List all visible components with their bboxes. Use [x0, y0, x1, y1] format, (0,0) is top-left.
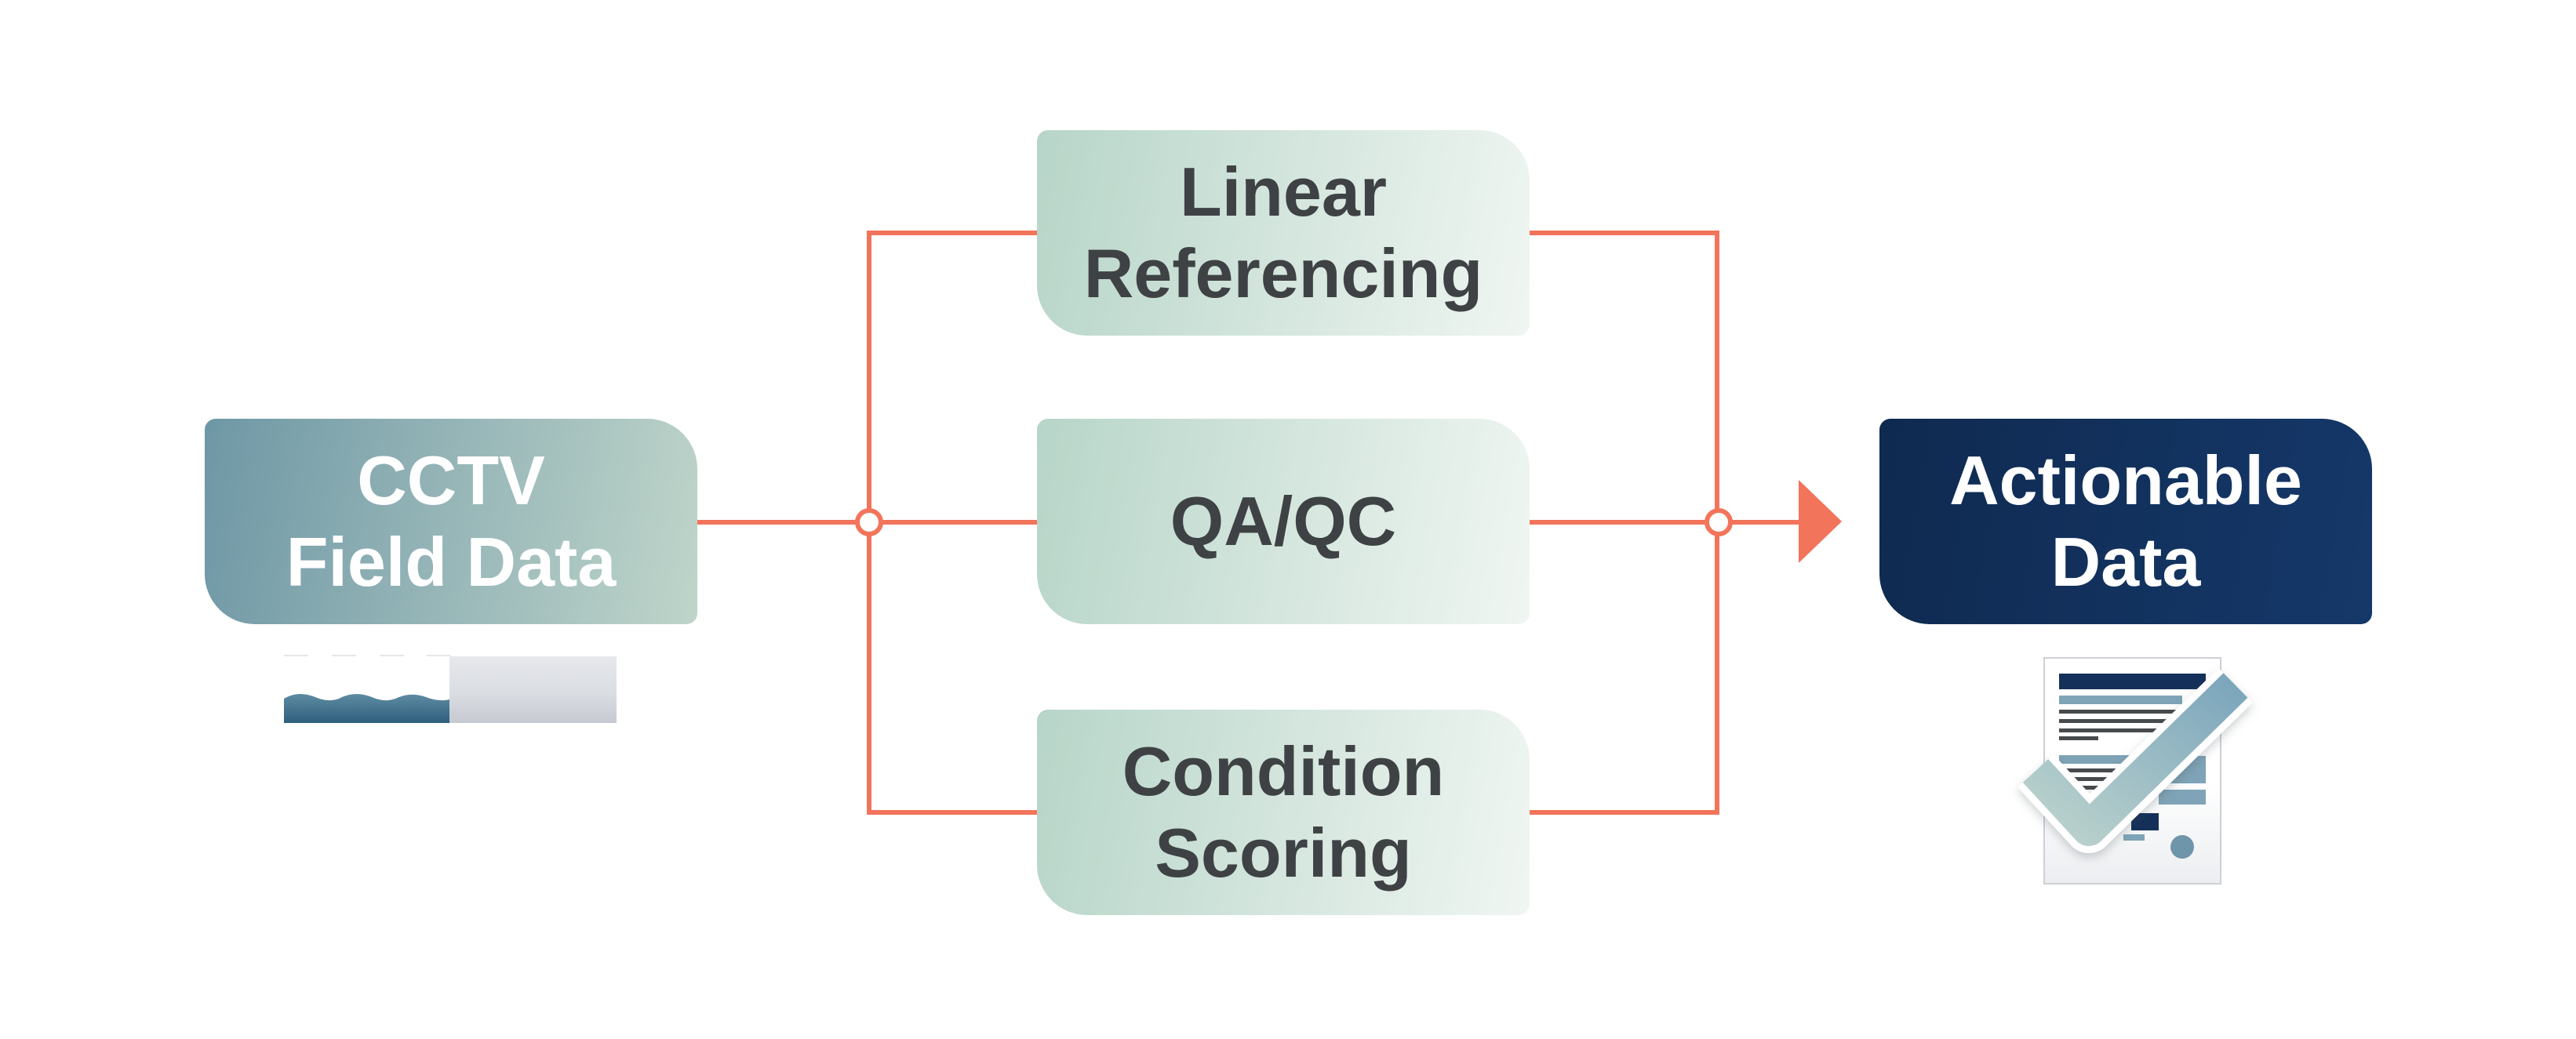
doc-line	[2059, 755, 2170, 764]
doc-line	[2059, 696, 2182, 704]
doc-line	[2059, 710, 2180, 714]
doc-line	[2059, 736, 2098, 740]
doc-line	[2059, 728, 2163, 732]
node-label-line: QA/QC	[1170, 482, 1397, 560]
doc-bullet-circle	[2170, 835, 2194, 859]
pipe-wall	[449, 656, 617, 723]
node-qa-qc: QA/QC	[1037, 419, 1530, 624]
node-label-line: Condition	[1122, 732, 1445, 810]
node-label-line: Scoring	[1155, 814, 1412, 892]
node-label-line: Linear	[1179, 153, 1388, 231]
pipe-with-water-icon	[284, 655, 617, 723]
node-condition-scoring: Condition Scoring	[1037, 710, 1530, 915]
node-label-line: Data	[2050, 523, 2201, 601]
pipe-interior	[284, 656, 449, 723]
water-wave-icon	[284, 693, 449, 723]
doc-title-bar	[2059, 674, 2206, 689]
node-label-line: CCTV	[357, 441, 545, 519]
node-label-line: Field Data	[286, 523, 617, 601]
checkmark-icon	[2018, 667, 2253, 853]
right-junction-circle-icon	[1705, 508, 1733, 536]
node-label-line: Referencing	[1083, 234, 1483, 312]
arrow-head-icon	[1799, 480, 1842, 563]
doc-block	[2131, 813, 2159, 830]
node-linear-referencing: Linear Referencing	[1037, 130, 1530, 336]
doc-line	[2059, 719, 2168, 723]
node-label-line: Actionable	[1949, 441, 2302, 519]
node-actionable-data: Actionable Data	[1879, 419, 2372, 624]
doc-line	[2123, 834, 2145, 841]
doc-block	[2159, 790, 2206, 805]
node-cctv-field-data: CCTV Field Data	[205, 419, 697, 624]
left-junction-circle-icon	[855, 508, 883, 536]
